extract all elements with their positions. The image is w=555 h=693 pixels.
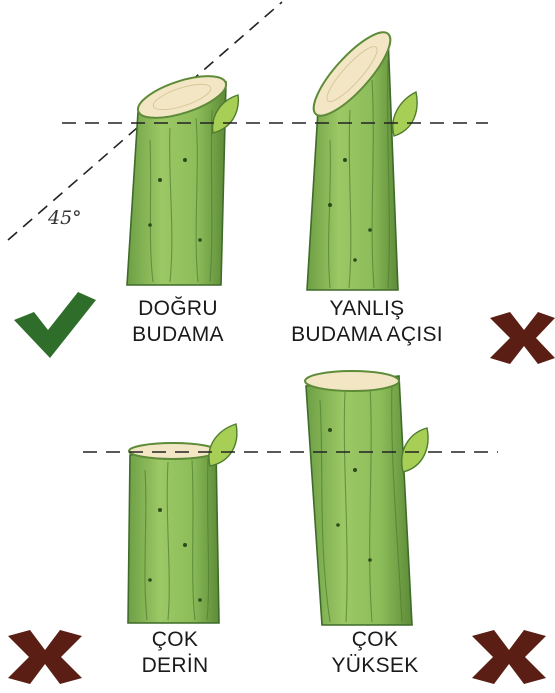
label-line: YANLIŞ bbox=[262, 296, 472, 322]
cross-icon bbox=[8, 630, 82, 684]
label-too-high: ÇOK YÜKSEK bbox=[300, 627, 450, 679]
label-line: ÇOK bbox=[110, 627, 240, 653]
branch-too-deep bbox=[128, 443, 219, 623]
label-line: BUDAMA bbox=[108, 322, 248, 348]
label-line: ÇOK bbox=[300, 627, 450, 653]
cross-icon bbox=[490, 312, 555, 364]
branch-correct-cut bbox=[127, 68, 231, 285]
label-line: DOĞRU bbox=[108, 296, 248, 322]
branch-too-high bbox=[305, 371, 412, 625]
bud-wrong-angle bbox=[393, 92, 417, 136]
branch-wrong-angle bbox=[303, 22, 401, 290]
label-line: YÜKSEK bbox=[300, 653, 450, 679]
bud-too-high bbox=[402, 428, 428, 472]
cross-icon bbox=[472, 630, 546, 684]
label-correct-cut: DOĞRU BUDAMA bbox=[108, 296, 248, 348]
label-too-deep: ÇOK DERİN bbox=[110, 627, 240, 679]
bud-too-deep bbox=[209, 424, 237, 466]
label-line: DERİN bbox=[110, 653, 240, 679]
angle-label: 45° bbox=[48, 207, 82, 229]
check-icon bbox=[14, 292, 96, 358]
label-wrong-angle: YANLIŞ BUDAMA AÇISI bbox=[262, 296, 472, 348]
label-line: BUDAMA AÇISI bbox=[262, 322, 472, 348]
